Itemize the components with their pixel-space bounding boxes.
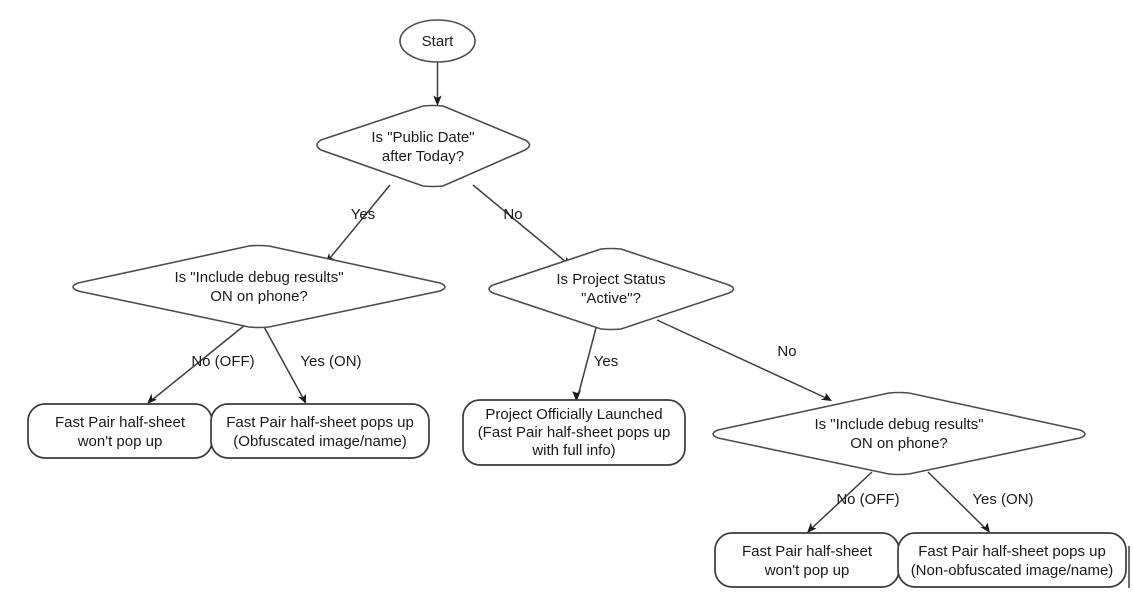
node-result-launched-line1: Project Officially Launched: [485, 406, 662, 423]
node-decision-debug-left-line2: ON on phone?: [210, 288, 308, 305]
node-decision-debug-left[interactable]: Is "Include debug results" ON on phone?: [72, 244, 446, 329]
node-start[interactable]: Start: [399, 19, 476, 63]
edge-label-debug-left-no: No (OFF): [191, 353, 254, 370]
node-decision-public-date[interactable]: Is "Public Date" after Today?: [316, 104, 531, 188]
node-decision-public-date-line2: after Today?: [382, 148, 464, 165]
node-result-right-no-line2: won't pop up: [764, 562, 850, 579]
node-result-launched-line2: (Fast Pair half-sheet pops up: [478, 424, 671, 441]
node-result-right-no[interactable]: Fast Pair half-sheet won't pop up: [714, 532, 900, 588]
node-start-label: Start: [422, 33, 455, 50]
edge-debug-right-yes: Yes (ON): [927, 471, 1034, 533]
edge-debug-right-no: No (OFF): [807, 471, 900, 533]
node-decision-project-status[interactable]: Is Project Status "Active"?: [488, 247, 735, 331]
edge-label-project-status-yes: Yes: [594, 353, 618, 370]
edge-public-date-no: No: [472, 184, 571, 266]
node-result-left-no[interactable]: Fast Pair half-sheet won't pop up: [27, 403, 213, 459]
node-decision-debug-right-line2: ON on phone?: [850, 435, 948, 452]
node-result-left-yes-line2: (Obfuscated image/name): [233, 433, 406, 450]
edge-debug-left-yes: Yes (ON): [262, 324, 362, 404]
right-edge-rule: [1128, 546, 1130, 588]
edge-label-debug-left-yes: Yes (ON): [300, 353, 361, 370]
node-result-launched-line3: with full info): [531, 442, 615, 459]
node-result-left-yes[interactable]: Fast Pair half-sheet pops up (Obfuscated…: [210, 403, 430, 459]
edge-label-public-date-no: No: [503, 206, 522, 223]
edge-public-date-yes: Yes: [325, 184, 391, 264]
node-result-left-no-line2: won't pop up: [77, 433, 163, 450]
node-decision-project-status-line2: "Active"?: [581, 290, 641, 307]
node-decision-debug-left-line1: Is "Include debug results": [174, 269, 343, 286]
node-decision-debug-right[interactable]: Is "Include debug results" ON on phone?: [712, 391, 1086, 476]
node-decision-project-status-line1: Is Project Status: [556, 271, 665, 288]
edge-start-to-public-date: [433, 62, 442, 106]
node-result-right-yes-line1: Fast Pair half-sheet pops up: [918, 543, 1106, 560]
edge-project-status-yes: Yes: [572, 327, 618, 402]
node-result-left-no-line1: Fast Pair half-sheet: [55, 414, 186, 431]
edge-label-public-date-yes: Yes: [351, 206, 375, 223]
node-decision-debug-right-line1: Is "Include debug results": [814, 416, 983, 433]
node-result-left-yes-line1: Fast Pair half-sheet pops up: [226, 414, 414, 431]
node-result-right-no-line1: Fast Pair half-sheet: [742, 543, 873, 560]
edge-debug-left-no: No (OFF): [147, 324, 255, 404]
edge-label-debug-right-no: No (OFF): [836, 491, 899, 508]
node-result-right-yes-line2: (Non-obfuscated image/name): [911, 562, 1114, 579]
node-decision-public-date-line1: Is "Public Date": [371, 129, 474, 146]
edge-project-status-no: No: [656, 319, 832, 401]
edge-label-debug-right-yes: Yes (ON): [972, 491, 1033, 508]
node-result-right-yes[interactable]: Fast Pair half-sheet pops up (Non-obfusc…: [897, 532, 1127, 588]
node-result-launched[interactable]: Project Officially Launched (Fast Pair h…: [462, 399, 686, 466]
edge-label-project-status-no: No: [777, 343, 796, 360]
